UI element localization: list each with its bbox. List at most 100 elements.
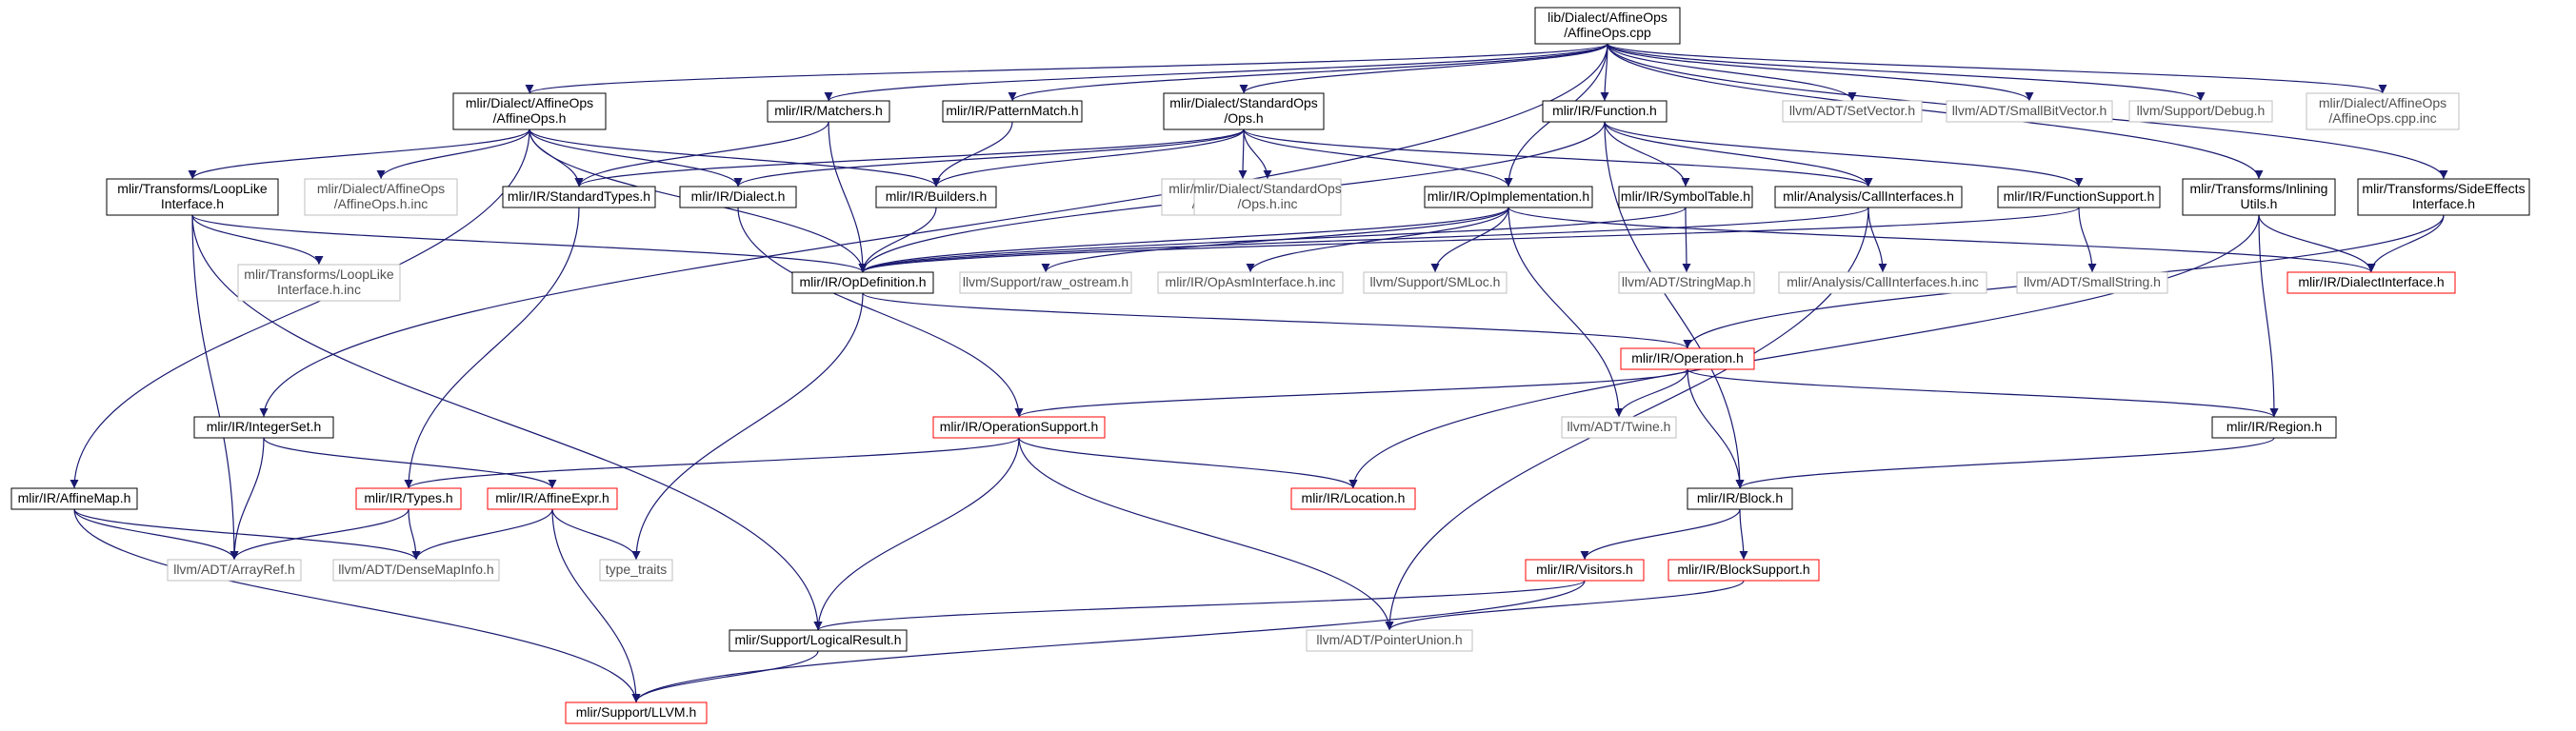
node-patternmatch-h[interactable]: mlir/IR/PatternMatch.h	[942, 100, 1083, 123]
edge-affineexpr-to-type_traits	[551, 508, 641, 561]
node-label-line: /Ops.h	[1224, 110, 1263, 126]
edge-looplike-to-logicalresult	[191, 214, 823, 631]
node-region[interactable]: mlir/IR/Region.h	[2211, 416, 2337, 439]
edge-operation-to-block	[1687, 368, 1745, 489]
edge-patternmatch_h-to-builders_h	[931, 121, 1013, 188]
node-label-line: mlir/IR/Block.h	[1697, 490, 1783, 505]
edge-affinemap-to-arrayref	[73, 508, 239, 561]
node-box	[1163, 92, 1325, 130]
node-blocksupport[interactable]: mlir/IR/BlockSupport.h	[1667, 559, 1820, 582]
node-llvm-h[interactable]: mlir/Support/LLVM.h	[565, 701, 708, 724]
node-box	[679, 186, 797, 208]
node-setvector[interactable]: llvm/ADT/SetVector.h	[1782, 100, 1923, 123]
edge-affineops_h-to-dialect_h	[529, 128, 743, 188]
node-functionsupport[interactable]: mlir/IR/FunctionSupport.h	[1997, 186, 2161, 208]
edge-builders_h-to-opdefinition	[858, 207, 937, 273]
node-smallstring[interactable]: llvm/ADT/SmallString.h	[2016, 271, 2168, 294]
node-label-line: mlir/IR/PatternMatch.h	[946, 103, 1078, 118]
edge-looplike-to-opdefinition	[191, 214, 868, 273]
edge-root-to-stdops_h	[1239, 43, 1608, 94]
node-label-line: llvm/ADT/SetVector.h	[1789, 103, 1915, 118]
node-integerset[interactable]: mlir/IR/IntegerSet.h	[193, 416, 334, 439]
file-nodes: lib/Dialect/AffineOps/AffineOps.cpp mlir/…	[10, 7, 2530, 724]
node-box	[452, 92, 607, 130]
node-label-line: /AffineOps.cpp	[1564, 25, 1651, 40]
node-label-line: lib/Dialect/AffineOps	[1548, 10, 1667, 25]
node-logicalresult[interactable]: mlir/Support/LogicalResult.h	[729, 629, 908, 652]
node-affineops-h-inc[interactable]: mlir/Dialect/AffineOps/AffineOps.h.inc	[304, 178, 458, 216]
node-function-h[interactable]: mlir/IR/Function.h	[1542, 100, 1667, 123]
node-label-line: mlir/Dialect/StandardOps	[1193, 181, 1342, 196]
node-symboltable[interactable]: mlir/IR/SymbolTable.h	[1618, 186, 1753, 208]
node-affineops-h[interactable]: mlir/Dialect/AffineOps/AffineOps.h	[452, 92, 607, 130]
edge-root-to-affineops_inc	[1607, 43, 2387, 94]
node-affineexpr[interactable]: mlir/IR/AffineExpr.h	[487, 487, 618, 510]
node-box	[106, 178, 279, 216]
edge-opimpl-to-opdefinition	[858, 207, 1509, 273]
node-dialectinterface[interactable]: mlir/IR/DialectInterface.h	[2286, 271, 2456, 294]
node-callinterfaces-inc[interactable]: mlir/Analysis/CallInterfaces.h.inc	[1778, 271, 1987, 294]
dependency-edges	[70, 43, 2448, 703]
node-matchers-h[interactable]: mlir/IR/Matchers.h	[767, 100, 890, 123]
node-types-h[interactable]: mlir/IR/Types.h	[355, 487, 462, 510]
node-box	[1620, 347, 1755, 370]
edge-stdops_h-to-callinterfaces	[1243, 128, 1873, 188]
node-twine[interactable]: llvm/ADT/Twine.h	[1561, 416, 1677, 439]
node-label-line: llvm/Support/Debug.h	[2137, 103, 2266, 118]
node-label-line: mlir/IR/Visitors.h	[1536, 562, 1633, 577]
node-ops-h-inc[interactable]: mlir/Dialect/StandardOps/Ops.h.inc	[1193, 178, 1342, 216]
node-location[interactable]: mlir/IR/Location.h	[1290, 487, 1416, 510]
node-box	[502, 186, 656, 208]
node-type-traits[interactable]: type_traits	[599, 559, 673, 582]
node-operation[interactable]: mlir/IR/Operation.h	[1620, 347, 1755, 370]
node-stringmap[interactable]: llvm/ADT/StringMap.h	[1618, 271, 1755, 294]
edge-stdops_h-to-dialect_h	[733, 128, 1245, 188]
edge-looplike-to-looplike_inc	[191, 214, 324, 266]
node-label-line: Interface.h	[161, 196, 224, 211]
node-standardtypes[interactable]: mlir/IR/StandardTypes.h	[502, 186, 656, 208]
node-dialect-h[interactable]: mlir/IR/Dialect.h	[679, 186, 797, 208]
edge-root-to-integerset	[259, 43, 1608, 418]
node-opasminterface[interactable]: mlir/IR/OpAsmInterface.h.inc	[1157, 271, 1344, 294]
edge-root-to-debug	[1607, 43, 2206, 102]
node-label-line: type_traits	[606, 562, 668, 577]
node-affineops-inc[interactable]: mlir/Dialect/AffineOps/AffineOps.cpp.inc	[2306, 92, 2460, 130]
edge-root-to-inlining	[1607, 43, 2264, 180]
node-callinterfaces[interactable]: mlir/Analysis/CallInterfaces.h	[1774, 186, 1963, 208]
node-arrayref[interactable]: llvm/ADT/ArrayRef.h	[167, 559, 302, 582]
node-debug[interactable]: llvm/Support/Debug.h	[2128, 100, 2273, 123]
node-opdefinition[interactable]: mlir/IR/OpDefinition.h	[791, 271, 934, 294]
node-box	[1363, 271, 1508, 294]
node-label-line: mlir/IR/OpImplementation.h	[1428, 188, 1589, 204]
node-smloc[interactable]: llvm/Support/SMLoc.h	[1363, 271, 1508, 294]
edge-symboltable-to-opdefinition	[858, 207, 1687, 273]
node-stdops-h[interactable]: mlir/Dialect/StandardOps/Ops.h	[1163, 92, 1325, 130]
node-visitors[interactable]: mlir/IR/Visitors.h	[1525, 559, 1645, 582]
node-label-line: Interface.h	[2412, 196, 2475, 211]
node-box	[791, 271, 934, 294]
node-builders-h[interactable]: mlir/IR/Builders.h	[875, 186, 997, 208]
node-block[interactable]: mlir/IR/Block.h	[1687, 487, 1793, 510]
node-pointerunion[interactable]: llvm/ADT/PointerUnion.h	[1306, 629, 1473, 652]
node-operationsupport[interactable]: mlir/IR/OperationSupport.h	[932, 416, 1106, 439]
node-densemapinfo[interactable]: llvm/ADT/DenseMapInfo.h	[332, 559, 500, 582]
node-affinemap[interactable]: mlir/IR/AffineMap.h	[10, 487, 138, 510]
node-box	[1157, 271, 1344, 294]
node-opimpl[interactable]: mlir/IR/OpImplementation.h	[1424, 186, 1593, 208]
node-label-line: mlir/IR/StandardTypes.h	[508, 188, 650, 204]
node-label-line: mlir/IR/SymbolTable.h	[1621, 188, 1750, 204]
edge-affineops_h-to-looplike	[188, 128, 530, 180]
edge-operationsupport-to-types_h	[404, 437, 1020, 489]
node-box	[1290, 487, 1416, 510]
node-raw-ostream[interactable]: llvm/Support/raw_ostream.h	[959, 271, 1132, 294]
node-label-line: llvm/ADT/StringMap.h	[1622, 274, 1751, 289]
edge-operationsupport-to-location	[1018, 437, 1358, 489]
edge-stdops_h-to-opsenums_inc	[1238, 128, 1248, 180]
node-label-line: llvm/ADT/SmallBitVector.h	[1952, 103, 2107, 118]
node-label-line: /AffineOps.h.inc	[334, 196, 429, 211]
node-smallbitvector[interactable]: llvm/ADT/SmallBitVector.h	[1946, 100, 2113, 123]
